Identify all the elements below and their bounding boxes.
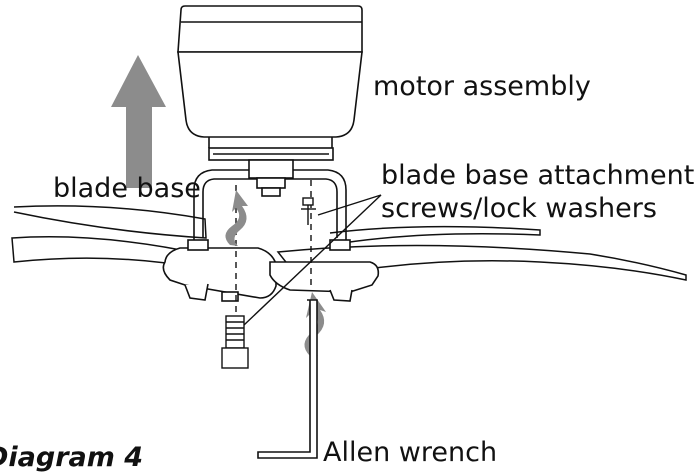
blade-back-right [329,225,541,246]
blade-front-right [276,244,687,281]
up-arrow-icon [111,55,166,188]
small-screw-icon [301,197,316,225]
allen-wrench-icon [257,299,318,459]
attachment-screw-icon [221,315,249,369]
motor-assembly-housing [177,5,363,161]
label-attachment-line2: screws/lock washers [381,193,657,224]
label-motor-assembly: motor assembly [373,71,591,102]
label-allen-wrench: Allen wrench [323,437,498,468]
leader-lines [243,194,382,326]
label-blade-base: blade base [53,173,201,204]
blade-base-hub [162,239,380,302]
blade-base-bracket [193,159,347,240]
figure-caption: Diagram 4 [0,442,144,473]
label-attachment-line1: blade base attachment [381,160,694,191]
blade-back-left [13,205,207,239]
